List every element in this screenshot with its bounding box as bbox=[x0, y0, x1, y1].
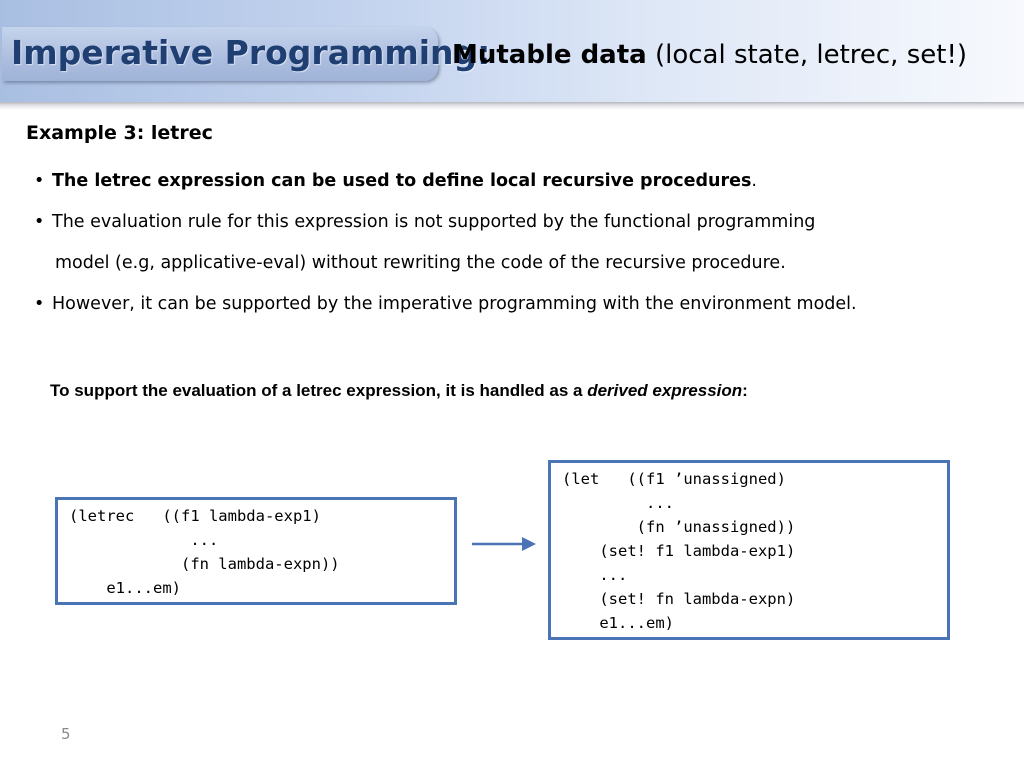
code-line: e1...em) bbox=[562, 614, 674, 632]
bullet-1-bold: The letrec expression can be used to def… bbox=[52, 171, 752, 191]
code-line: ... bbox=[562, 566, 628, 584]
example-title: Example 3: letrec bbox=[26, 122, 213, 144]
bullet-marker: • bbox=[34, 212, 45, 232]
code-line: e1...em) bbox=[69, 579, 181, 597]
bullet-2: • The evaluation rule for this expression… bbox=[34, 212, 816, 232]
subtitle-rest: (local state, letrec, set!) bbox=[646, 40, 968, 70]
let-code-box: (let ((f1 ’unassigned) ... (fn ’unassign… bbox=[548, 460, 950, 640]
title-tab bbox=[2, 27, 438, 81]
support-italic: derived expression bbox=[587, 381, 743, 400]
bullet-marker: • bbox=[34, 294, 45, 314]
code-line: (fn ’unassigned)) bbox=[562, 518, 796, 536]
page-number: 5 bbox=[61, 725, 71, 743]
subtitle-bold: Mutable data bbox=[452, 40, 647, 70]
derived-expression-statement: To support the evaluation of a letrec ex… bbox=[50, 381, 748, 401]
bullet-1: • The letrec expression can be used to de… bbox=[34, 171, 757, 191]
bullet-2-text: The evaluation rule for this expression … bbox=[52, 212, 816, 232]
bullet-3-text: However, it can be supported by the impe… bbox=[52, 294, 857, 314]
bullet-3: • However, it can be supported by the imp… bbox=[34, 294, 857, 314]
code-line: (set! f1 lambda-exp1) bbox=[562, 542, 796, 560]
code-line: (fn lambda-expn)) bbox=[69, 555, 340, 573]
code-line: (set! fn lambda-expn) bbox=[562, 590, 796, 608]
bullet-marker: • bbox=[34, 171, 45, 191]
code-line: ... bbox=[69, 531, 219, 549]
letrec-code-box: (letrec ((f1 lambda-exp1) ... (fn lambda… bbox=[55, 497, 457, 605]
slide-title: Imperative Programming: bbox=[11, 33, 491, 72]
code-line: (let ((f1 ’unassigned) bbox=[562, 470, 786, 488]
bullet-2-continuation: model (e.g, applicative-eval) without re… bbox=[55, 253, 786, 273]
slide-subtitle: Mutable data (local state, letrec, set!) bbox=[452, 40, 967, 70]
support-prefix: To support the evaluation of a letrec ex… bbox=[50, 381, 588, 400]
support-suffix: : bbox=[742, 381, 748, 400]
code-line: ... bbox=[562, 494, 674, 512]
right-arrow-icon bbox=[472, 537, 536, 551]
header-shadow bbox=[0, 102, 1024, 110]
code-line: (letrec ((f1 lambda-exp1) bbox=[69, 507, 321, 525]
bullet-1-rest: . bbox=[751, 171, 757, 191]
